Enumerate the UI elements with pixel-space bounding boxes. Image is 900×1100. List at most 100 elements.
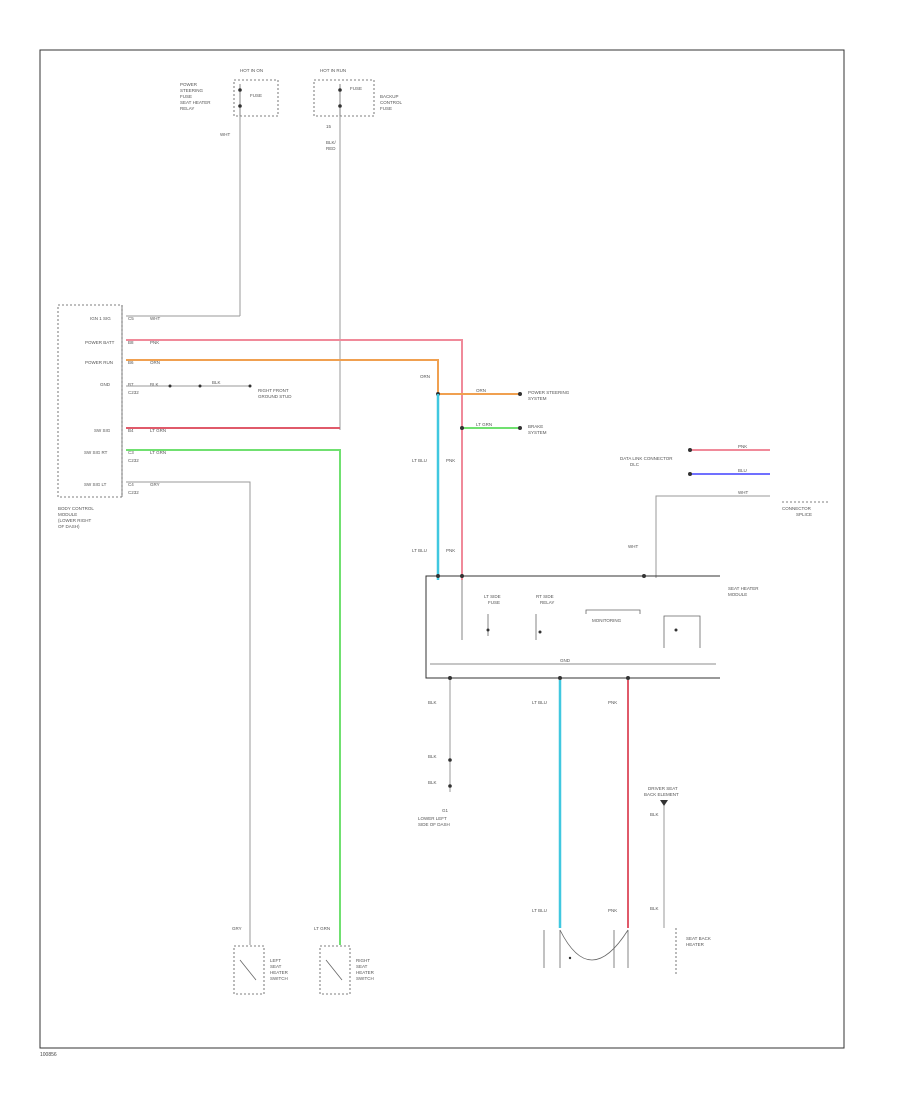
dsb-title-2: BACK ELEMENT	[644, 792, 679, 797]
bcm-gnd-note-3: GROUND STUD	[258, 394, 292, 399]
driver-seat-back-element: DRIVER SEAT BACK ELEMENT BLK BLK SEAT BA…	[644, 786, 711, 974]
tl-fuse-box	[233, 79, 279, 117]
orange-wire-run	[126, 359, 439, 394]
bcm-name-2: MODULE	[58, 512, 77, 517]
dlc-connector: DATA LINK CONNECTOR DLC PNK BLU WHT CONN…	[620, 444, 830, 578]
dlc-wire-1: PNK	[738, 444, 747, 449]
top-right-fuse-switch: HOT IN RUN FUSE BACKUP CONTROL FUSE 15 B…	[313, 68, 402, 430]
tl-title: HOT IN ON	[240, 68, 263, 73]
seat-heater-module: SEAT HEATER MODULE LT SIDE FUSE RT SIDE …	[425, 574, 759, 680]
bcm-pin-num: C4	[128, 482, 134, 487]
tl-desc-2: STEERING	[180, 88, 204, 93]
dsb-dest-2: HEATER	[686, 942, 705, 947]
cyan-mid-label: LT BLU	[412, 458, 427, 463]
dlc-wire-3: WHT	[738, 490, 748, 495]
heater-cyan-label: LT BLU	[532, 908, 547, 913]
green-branch-label: LT GRN	[476, 422, 492, 427]
bcm-gnd-note-1: BLK	[212, 380, 221, 385]
gnd-wire-c: BLK	[428, 780, 437, 785]
pink-mid-label: PNK	[446, 458, 455, 463]
pink-low-label: PNK	[446, 548, 455, 553]
bcm-pin-num: B6	[128, 360, 134, 365]
seat-heater-element	[543, 929, 629, 968]
bcm-pin-label: IGN 1 SIG	[90, 316, 111, 321]
bcm-pin-wire: LT GRN	[150, 450, 166, 455]
pink-wire-batt	[126, 339, 463, 580]
bcm-pin-wire: BLK	[150, 382, 159, 387]
bcm-pin-row-5: SW SIG B4 LT GRN	[94, 428, 166, 433]
lsw-line-1: LEFT	[270, 958, 281, 963]
bcm-pin-row-6: SW SIG RT C3 LT GRN C232	[84, 450, 166, 463]
dlc-white-wire	[655, 495, 770, 578]
bcm-pin-sub: C232	[128, 390, 139, 395]
bcm-pin-sub: C232	[128, 458, 139, 463]
rsw-wire: LT GRN	[314, 926, 330, 931]
bcm-box	[57, 304, 123, 498]
bcm-pin-row-7: SW SIG LT C4 GRY C232	[84, 482, 160, 495]
bcm-pin-wire: WHT	[150, 316, 160, 321]
cyan-label-top: LT BLU	[532, 700, 547, 705]
lsw-line-2: SEAT	[270, 964, 282, 969]
orange-branch-label: ORN	[476, 388, 486, 393]
shm-bottom-label: GND	[560, 658, 571, 663]
rsw-line-1: RIGHT	[356, 958, 370, 963]
svg-text:FUSE: FUSE	[250, 93, 262, 98]
cyan-low-label: LT BLU	[412, 548, 427, 553]
tr-title: HOT IN RUN	[320, 68, 346, 73]
dsb-wire-2: BLK	[650, 906, 659, 911]
bcm-name-4: OF DASH)	[58, 524, 80, 529]
module-ground: BLK BLK BLK G1 LOWER LEFT SIDE OF DASH	[418, 680, 452, 827]
tr-desc-1: FUSE	[350, 86, 362, 91]
shm-cell-2: FUSE	[488, 600, 500, 605]
orange-top-label: ORN	[420, 374, 430, 379]
bcm-ground-branch: BLK RIGHT FRONT GROUND STUD	[126, 380, 292, 399]
tl-desc-3: FUSE	[180, 94, 192, 99]
bcm-pin-num: B8	[128, 340, 134, 345]
rsw-line-2: SEAT	[356, 964, 368, 969]
right-seat-heater-switch: LT GRN RIGHT SEAT HEATER SWITCH	[314, 926, 375, 995]
dlc-dest-2: SPLICE	[796, 512, 812, 517]
dlc-wire-to-module: WHT	[628, 544, 638, 549]
top-left-fuse-switch: HOT IN ON POWER STEERING FUSE SEAT HEATE…	[126, 68, 279, 317]
gnd-wire-a: BLK	[428, 700, 437, 705]
green-dest-1: BRAKE	[528, 424, 543, 429]
shm-cell-5: MONITORING	[592, 618, 622, 623]
footer-code: 100856	[40, 1052, 57, 1058]
bcm-pin-num: C5	[128, 316, 134, 321]
bcm-gnd-note-2: RIGHT FRONT	[258, 388, 289, 393]
bcm-pin-row-1: IGN 1 SIG C5 WHT	[90, 316, 160, 321]
bcm-pin-label: POWER BATT	[85, 340, 115, 345]
bcm-pin-wire: LT GRN	[150, 428, 166, 433]
shm-cell-1: LT SIDE	[484, 594, 501, 599]
dlc-dest-1: CONNECTOR	[782, 506, 812, 511]
bcm-pin-label: POWER RUN	[85, 360, 113, 365]
tr-wire: BLK/	[326, 140, 337, 145]
tr-fuse-box	[313, 79, 375, 117]
dsb-wire-1: BLK	[650, 812, 659, 817]
bcm-pin-row-3: POWER RUN B6 ORN	[85, 360, 160, 365]
dlc-wire-2: BLU	[738, 468, 747, 473]
gray-wire-lt-switch	[126, 481, 251, 945]
dlc-title-2: DLC	[630, 462, 640, 467]
lsw-wire: GRY	[232, 926, 242, 931]
tr-desc-2: BACKUP	[380, 94, 399, 99]
tr-pin: 15	[326, 124, 332, 129]
dlc-title-1: DATA LINK CONNECTOR	[620, 456, 673, 461]
green-dest-2: SYSTEM	[528, 430, 547, 435]
bcm-pin-label: GND	[100, 382, 111, 387]
green-wire-rt-switch	[126, 449, 341, 945]
bcm-pin-row-4: GND B7 BLK C232	[100, 382, 159, 395]
body-control-module: IGN 1 SIG C5 WHT POWER BATT B8 PNK POWER…	[57, 304, 166, 529]
orange-dest-1: POWER STEERING	[528, 390, 570, 395]
bcm-pin-wire: ORN	[150, 360, 160, 365]
bcm-pin-num: B7	[128, 382, 134, 387]
tl-desc-4: SEAT HEATER	[180, 100, 211, 105]
dsb-title-1: DRIVER SEAT	[648, 786, 678, 791]
shm-cell-3: RT SIDE	[536, 594, 554, 599]
shm-name-2: MODULE	[728, 592, 747, 597]
shm-name-1: SEAT HEATER	[728, 586, 759, 591]
rsw-line-3: HEATER	[356, 970, 375, 975]
bcm-pin-wire: PNK	[150, 340, 159, 345]
lsw-line-4: SWITCH	[270, 976, 288, 981]
tr-desc-3: CONTROL	[380, 100, 402, 105]
